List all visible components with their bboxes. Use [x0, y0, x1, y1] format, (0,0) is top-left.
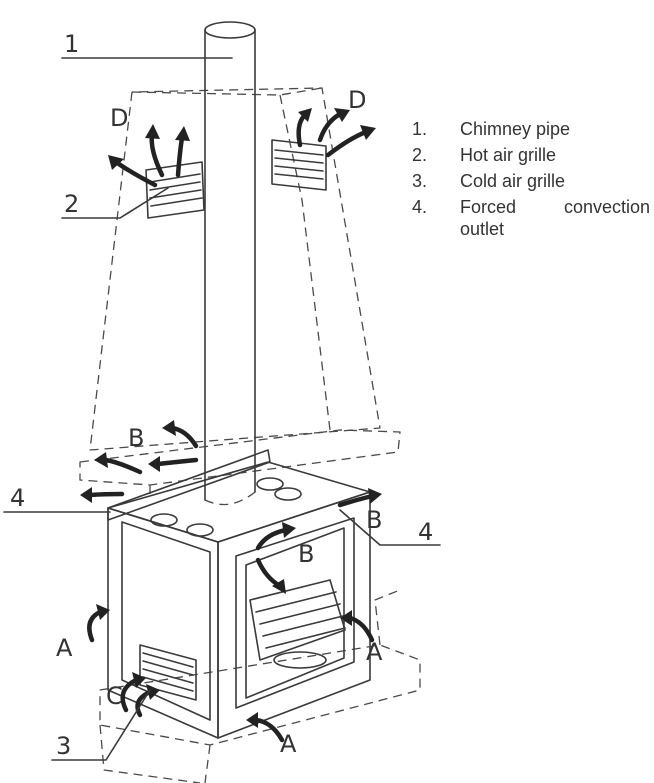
flow-label-a-right: A	[366, 638, 383, 666]
flow-arrows-a	[87, 604, 375, 743]
legend-item: 1. Chimney pipe	[412, 118, 650, 140]
legend-item: 3. Cold air grille	[412, 170, 650, 192]
chimney-pipe	[204, 21, 256, 506]
legend-item: 4. Forced convection outlet	[412, 196, 650, 240]
flow-label-b-right: B	[366, 506, 382, 534]
hood-outline	[89, 87, 381, 451]
hot-air-grille-left	[145, 161, 205, 219]
legend-text: Hot air grille	[460, 145, 557, 165]
legend-number: 3.	[412, 171, 428, 191]
callout-2: 2	[64, 190, 79, 218]
legend-number: 1.	[412, 119, 428, 139]
callout-leaders	[3, 57, 441, 761]
legend-text: Chimney pipe	[460, 119, 571, 139]
legend-text: Cold air grille	[460, 171, 566, 191]
flow-label-d-right: D	[348, 86, 366, 114]
callout-4-left: 4	[10, 484, 25, 512]
base-outline	[99, 589, 421, 783]
legend-number: 2.	[412, 145, 428, 165]
flow-arrows-c	[120, 672, 160, 718]
hot-air-grille-right	[271, 139, 327, 191]
flow-label-b-top: B	[128, 424, 144, 452]
callout-3: 3	[56, 732, 71, 760]
callout-1: 1	[64, 30, 79, 58]
flow-label-a-left: A	[56, 634, 73, 662]
callout-4-right: 4	[418, 518, 433, 546]
legend: 1. Chimney pipe 2. Hot air grille 3. Col…	[412, 118, 650, 244]
legend-item: 2. Hot air grille	[412, 144, 650, 166]
flow-arrows-d	[108, 108, 376, 188]
legend-number: 4.	[412, 197, 428, 217]
flow-arrows-b	[80, 420, 382, 594]
flow-label-a-bottom: A	[280, 730, 297, 758]
flow-label-d-left: D	[110, 104, 128, 132]
flow-label-c: C	[106, 682, 123, 710]
legend-text: Forced convection outlet	[460, 197, 650, 239]
cold-air-grille	[139, 644, 197, 701]
flow-label-b-middle: B	[298, 540, 314, 568]
